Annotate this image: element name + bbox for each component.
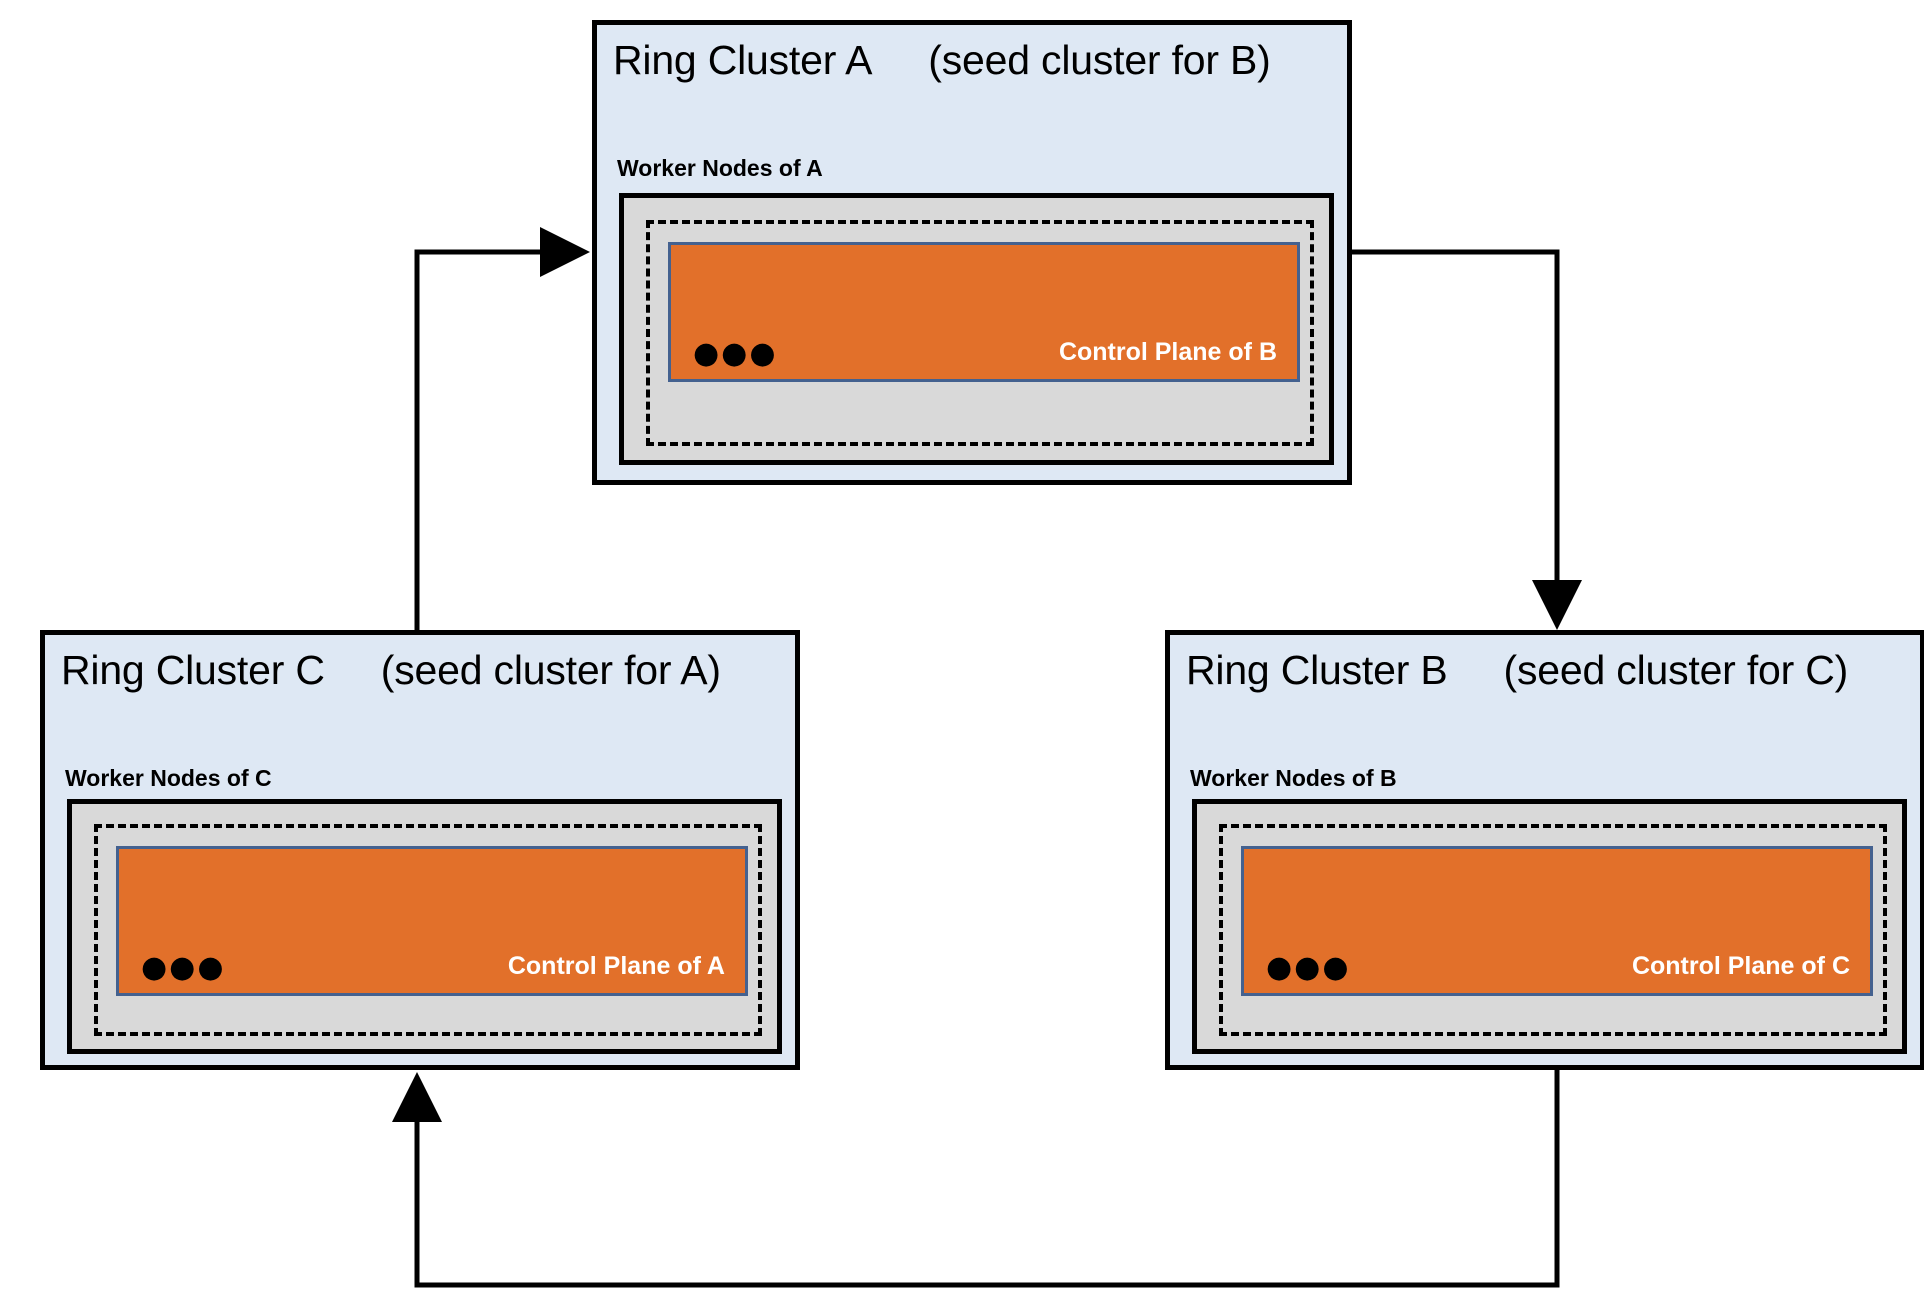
cluster-a-control-plane-box[interactable]: ●●● Control Plane of B (668, 242, 1300, 382)
cluster-a-name: Ring Cluster A (613, 37, 873, 83)
cluster-b-control-plane-label: Control Plane of C (1631, 952, 1850, 980)
cluster-b-title: Ring Cluster B (seed cluster for C) (1186, 647, 1848, 694)
cluster-c-worker-nodes-box[interactable]: ●●● Control Plane of A (67, 799, 782, 1054)
arrow-b-to-c (392, 1070, 1560, 1288)
cluster-c-control-plane-label: Control Plane of A (507, 952, 725, 980)
cluster-a-worker-label: Worker Nodes of A (617, 155, 823, 181)
ring-cluster-a[interactable]: Ring Cluster A (seed cluster for B) Worke… (592, 20, 1352, 485)
cluster-b-dashed-boundary: ●●● Control Plane of C (1219, 824, 1887, 1036)
ellipsis-dots-icon: ●●● (693, 336, 778, 371)
cluster-c-name: Ring Cluster C (61, 647, 325, 693)
cluster-c-dashed-boundary: ●●● Control Plane of A (94, 824, 762, 1036)
cluster-b-worker-nodes-box[interactable]: ●●● Control Plane of C (1192, 799, 1907, 1054)
ring-cluster-b[interactable]: Ring Cluster B (seed cluster for C) Worke… (1165, 630, 1924, 1070)
cluster-c-control-plane-box[interactable]: ●●● Control Plane of A (116, 846, 748, 996)
cluster-b-name: Ring Cluster B (1186, 647, 1448, 693)
cluster-a-worker-nodes-box[interactable]: ●●● Control Plane of B (619, 193, 1334, 465)
ellipsis-dots-icon: ●●● (141, 950, 226, 985)
arrow-c-to-a (414, 227, 590, 630)
cluster-a-title: Ring Cluster A (seed cluster for B) (613, 37, 1271, 84)
arrow-a-to-b (1352, 249, 1582, 630)
cluster-a-control-plane-label: Control Plane of B (1058, 338, 1277, 366)
cluster-c-title: Ring Cluster C (seed cluster for A) (61, 647, 721, 694)
cluster-a-seed-note: (seed cluster for B) (928, 37, 1271, 83)
cluster-b-worker-label: Worker Nodes of B (1190, 765, 1397, 791)
cluster-b-seed-note: (seed cluster for C) (1503, 647, 1849, 693)
ellipsis-dots-icon: ●●● (1266, 950, 1351, 985)
cluster-a-dashed-boundary: ●●● Control Plane of B (646, 220, 1314, 446)
cluster-b-control-plane-box[interactable]: ●●● Control Plane of C (1241, 846, 1873, 996)
ring-cluster-c[interactable]: Ring Cluster C (seed cluster for A) Worke… (40, 630, 800, 1070)
cluster-c-worker-label: Worker Nodes of C (65, 765, 272, 791)
cluster-c-seed-note: (seed cluster for A) (380, 647, 721, 693)
